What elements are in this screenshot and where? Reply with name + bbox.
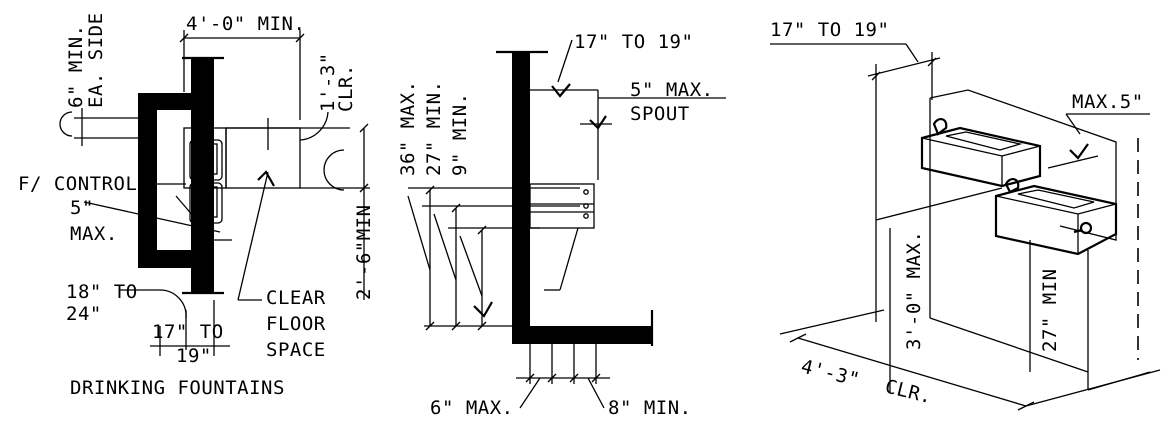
label-space: SPACE (266, 339, 326, 361)
isometric-view: 17" TO 19" MAX.5" 3'-0" MAX. 27" MIN 4'-… (770, 19, 1161, 411)
label-ea-side: EA. SIDE (85, 12, 107, 108)
label-24in: 24" (66, 303, 102, 325)
label-27-min: 27" MIN. (423, 80, 445, 176)
label-18in-to: 18" TO (66, 281, 138, 303)
iso-fountain-lower (994, 184, 1118, 256)
label-max-5: MAX.5" (1072, 91, 1144, 113)
label-clr-iso: CLR. (883, 376, 935, 409)
label-17-19-iso: 17" TO 19" (770, 19, 889, 41)
label-17in-to: 17" TO (152, 321, 224, 343)
label-6-max: 6" MAX. (430, 397, 514, 419)
label-9-min: 9" MIN. (449, 92, 471, 176)
plan-wall-lower (191, 248, 214, 293)
label-5in: 5" (70, 197, 94, 219)
label-3ft-max-a: 3'-0" MAX. (903, 231, 925, 350)
label-36-max: 36" MAX. (397, 80, 419, 176)
section-floor (512, 326, 652, 344)
label-floor: FLOOR (266, 313, 326, 335)
fountain-upper (189, 139, 223, 181)
label-clear: CLEAR (266, 287, 326, 309)
plan-view: 4'-0" MIN. 6" MIN. EA. SIDE 1'-3" CLR. 2… (18, 12, 375, 399)
label-clr-plan: CLR. (335, 64, 357, 112)
label-4ft3: 4'-3" (799, 356, 862, 392)
label-max-plan: MAX. (70, 223, 118, 245)
label-17-19-section: 17" TO 19" (574, 31, 693, 53)
label-f-controls: F/ CONTROLS (18, 173, 149, 195)
plan-title: DRINKING FOUNTAINS (70, 377, 285, 399)
label-spout: SPOUT (630, 103, 690, 125)
label-8-min: 8" MIN. (608, 397, 692, 419)
iso-wall (929, 89, 1117, 241)
iso-fountain-upper (920, 126, 1042, 188)
label-4ft-min: 4'-0" MIN. (186, 13, 305, 35)
section-view: 17" TO 19" 5" MAX. SPOUT 36" MAX. 27" MI… (397, 31, 726, 419)
plan-wall-upper-return (138, 93, 214, 268)
label-5in-max: 5" MAX. (630, 79, 714, 101)
fountain-lower (189, 182, 223, 224)
label-27-min-iso: 27" MIN (1039, 268, 1061, 352)
label-1ft3: 1'-3" (317, 52, 339, 112)
label-19in: 19" (176, 345, 212, 367)
label-6-min: 6" MIN. (65, 24, 87, 108)
section-wall (512, 52, 530, 344)
